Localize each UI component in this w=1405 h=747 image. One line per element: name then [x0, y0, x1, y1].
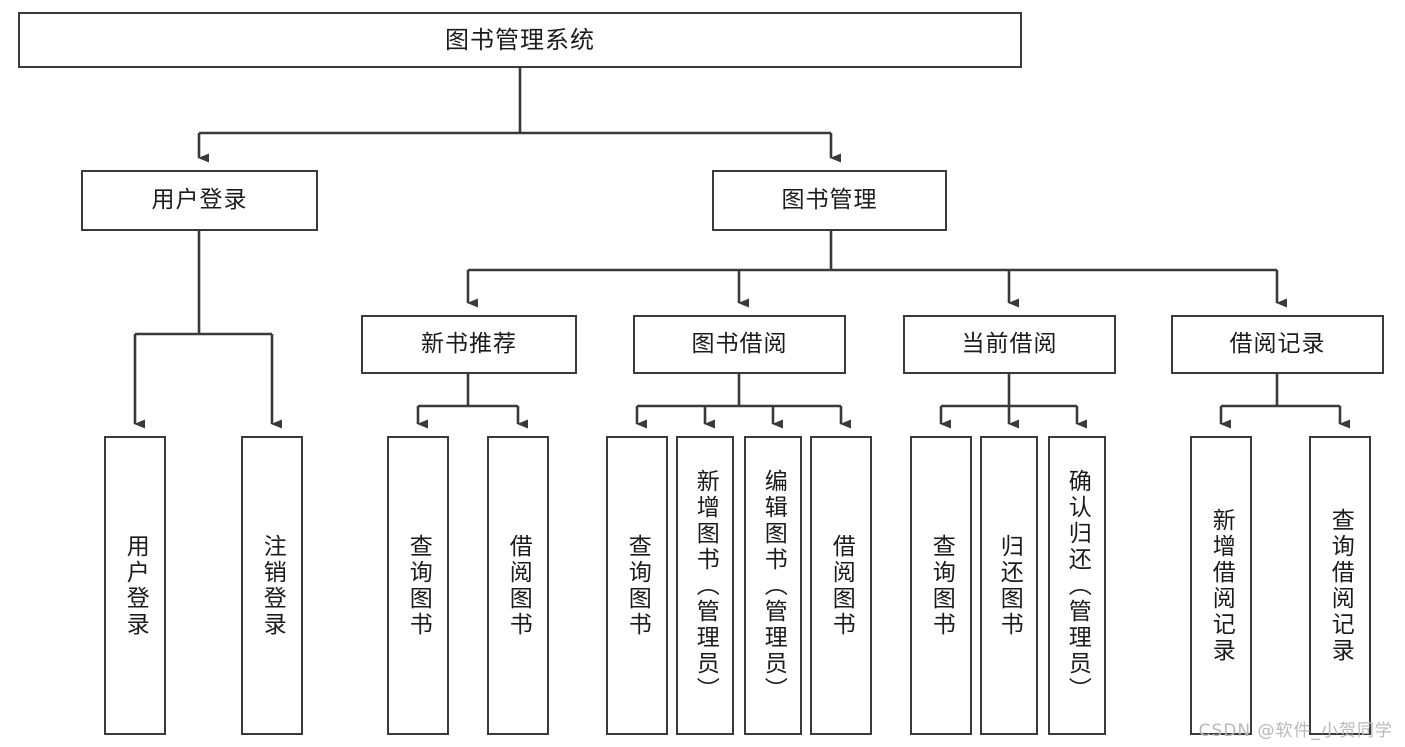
leaf-record-query-record-label: 查询借阅记录 [1327, 507, 1354, 664]
leaf-user-login[interactable]: 用户登录 [104, 436, 166, 735]
leaf-borrow-add-book-admin[interactable]: 新增图书（管理员） [676, 436, 734, 735]
leaf-newbook-borrow-book[interactable]: 借阅图书 [487, 436, 549, 735]
leaf-borrow-borrow-book-label: 借阅图书 [828, 533, 855, 638]
leaf-borrow-edit-book-admin-label: 编辑图书（管理员） [760, 468, 787, 703]
leaf-logout-login-label: 注销登录 [259, 533, 286, 638]
leaf-borrow-borrow-book[interactable]: 借阅图书 [810, 436, 872, 735]
leaf-borrow-add-book-admin-label: 新增图书（管理员） [692, 468, 719, 703]
node-book-management[interactable]: 图书管理 [712, 170, 947, 231]
node-user-login[interactable]: 用户登录 [81, 170, 318, 231]
leaf-newbook-query-book[interactable]: 查询图书 [387, 436, 449, 735]
leaf-borrow-query-book[interactable]: 查询图书 [606, 436, 668, 735]
leaf-newbook-borrow-book-label: 借阅图书 [505, 533, 532, 638]
leaf-current-query-book[interactable]: 查询图书 [910, 436, 972, 735]
node-borrow-record[interactable]: 借阅记录 [1171, 315, 1384, 374]
leaf-record-add-record-label: 新增借阅记录 [1208, 507, 1235, 664]
leaf-record-add-record[interactable]: 新增借阅记录 [1190, 436, 1252, 735]
leaf-borrow-edit-book-admin[interactable]: 编辑图书（管理员） [744, 436, 802, 735]
node-root-label: 图书管理系统 [445, 25, 595, 54]
leaf-logout-login[interactable]: 注销登录 [241, 436, 303, 735]
leaf-current-return-book-label: 归还图书 [996, 533, 1023, 638]
leaf-newbook-query-book-label: 查询图书 [405, 533, 432, 638]
node-root-system[interactable]: 图书管理系统 [18, 12, 1022, 68]
leaf-current-return-book[interactable]: 归还图书 [980, 436, 1038, 735]
leaf-borrow-query-book-label: 查询图书 [624, 533, 651, 638]
node-new-book-recommend-label: 新书推荐 [421, 330, 517, 357]
node-new-book-recommend[interactable]: 新书推荐 [361, 315, 577, 374]
node-book-management-label: 图书管理 [781, 186, 878, 213]
leaf-record-query-record[interactable]: 查询借阅记录 [1309, 436, 1371, 735]
leaf-current-confirm-return-admin[interactable]: 确认归还（管理员） [1048, 436, 1106, 735]
node-current-borrow[interactable]: 当前借阅 [903, 315, 1116, 374]
node-user-login-label: 用户登录 [151, 186, 248, 213]
watermark: CSDN @软件_小贺同学 [1198, 721, 1393, 741]
node-current-borrow-label: 当前借阅 [961, 330, 1058, 357]
node-book-borrow[interactable]: 图书借阅 [633, 315, 846, 374]
node-borrow-record-label: 借阅记录 [1229, 330, 1326, 357]
node-book-borrow-label: 图书借阅 [691, 330, 788, 357]
leaf-user-login-label: 用户登录 [122, 533, 149, 638]
leaf-current-confirm-return-admin-label: 确认归还（管理员） [1064, 468, 1091, 703]
leaf-current-query-book-label: 查询图书 [928, 533, 955, 638]
